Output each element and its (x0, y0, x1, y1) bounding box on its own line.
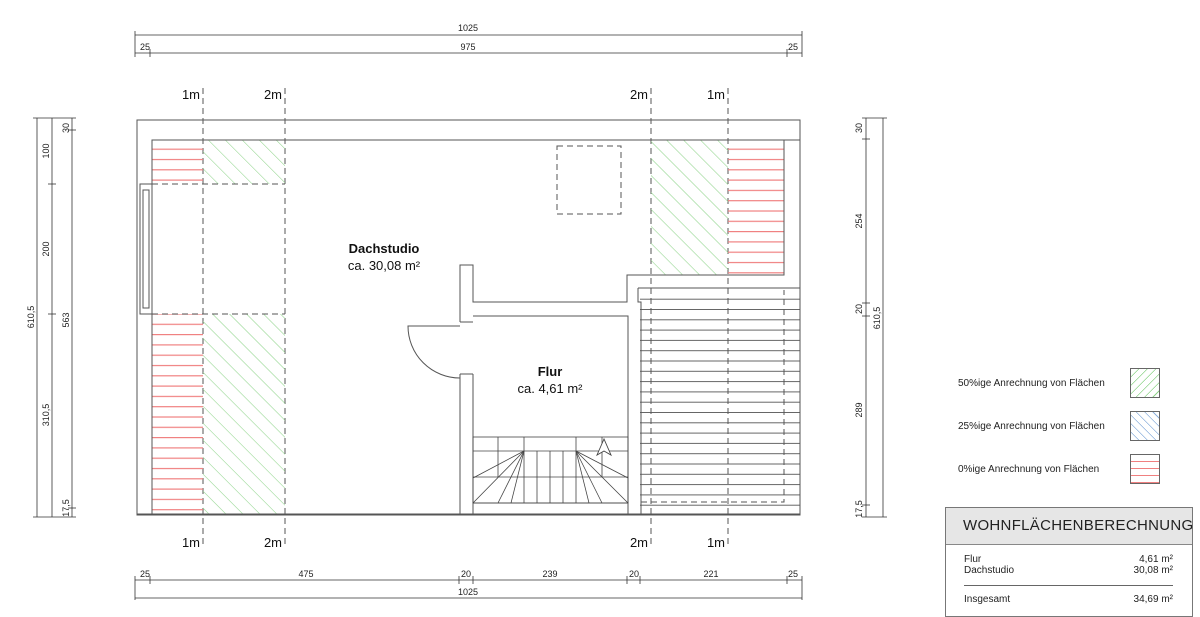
dim-top-total: 1025 (458, 23, 478, 33)
dim-left-inner-3: 17,5 (61, 499, 71, 517)
hatch-0pct-bottom-left (152, 314, 203, 514)
hatch-zones (152, 140, 784, 514)
bottom-dimensions (134, 576, 803, 600)
green-diagonal-hatch-icon (1130, 368, 1160, 398)
legend-label: 25%ige Anrechnung von Flächen (958, 421, 1105, 432)
area-calculation-title: WOHNFLÄCHENBERECHNUNG (946, 508, 1193, 545)
legend-item-50pct: 50%ige Anrechnung von Flächen (958, 368, 1168, 411)
calc-row-flur: Flur 4,61 m² (964, 554, 1173, 565)
room-area-flur: ca. 4,61 m² (517, 381, 583, 396)
dim-bottom-5: 20 (629, 569, 639, 579)
dim-top-middle: 975 (460, 42, 475, 52)
dim-bottom-7: 25 (788, 569, 798, 579)
height-marker-bottom-1: 1m (182, 535, 200, 550)
height-marker-top-2: 2m (264, 87, 282, 102)
dim-left-mid-3: 310,5 (41, 404, 51, 427)
dim-bottom-4: 239 (542, 569, 557, 579)
dim-top-right: 25 (788, 42, 798, 52)
calc-row-value: 30,08 m² (1133, 565, 1173, 576)
calc-divider (964, 585, 1173, 586)
area-calculation-table: WOHNFLÄCHENBERECHNUNG Flur 4,61 m² Dachs… (945, 507, 1193, 617)
hatch-50pct-top-right (651, 140, 728, 275)
room-name-flur: Flur (538, 364, 563, 379)
dim-top-left: 25 (140, 42, 150, 52)
legend-label: 50%ige Anrechnung von Flächen (958, 378, 1105, 389)
dim-left-mid-2: 200 (41, 241, 51, 256)
hatch-legend: 50%ige Anrechnung von Flächen 25%ige Anr… (958, 368, 1168, 497)
height-marker-bottom-2: 2m (264, 535, 282, 550)
top-dimensions (134, 31, 803, 57)
room-area-dachstudio: ca. 30,08 m² (348, 258, 421, 273)
calc-row-label: Dachstudio (964, 565, 1015, 576)
skylight-outline (556, 145, 622, 215)
hatch-0pct-top-right (728, 140, 784, 275)
dim-right-outer: 610,5 (872, 307, 882, 330)
dim-left-inner-2: 563 (61, 312, 71, 327)
calc-row-label: Flur (964, 554, 982, 565)
calc-row-value: 4,61 m² (1139, 554, 1173, 565)
floor-plan-drawing: 1025 25 975 25 1m 2m 2m 1m 1m 2m 2m 1m (26, 23, 887, 600)
dim-bottom-total: 1025 (458, 587, 478, 597)
height-marker-top-4: 1m (707, 87, 725, 102)
blue-diagonal-hatch-icon (1130, 411, 1160, 441)
hatch-50pct-bottom-left (203, 314, 285, 514)
door-swing-icon (407, 325, 461, 379)
terrace-area (637, 287, 800, 514)
dim-bottom-6: 221 (703, 569, 718, 579)
dim-bottom-3: 20 (461, 569, 471, 579)
red-horizontal-hatch-icon (1130, 454, 1160, 484)
dim-right-inner-1: 30 (854, 123, 864, 133)
right-dimensions (862, 117, 887, 518)
legend-item-25pct: 25%ige Anrechnung von Flächen (958, 411, 1168, 454)
height-marker-top-1: 1m (182, 87, 200, 102)
height-marker-bottom-4: 1m (707, 535, 725, 550)
dim-bottom-1: 25 (140, 569, 150, 579)
dim-left-mid-1: 100 (41, 143, 51, 158)
left-dimensions (33, 117, 76, 518)
dim-right-inner-5: 17,5 (854, 500, 864, 518)
legend-label: 0%ige Anrechnung von Flächen (958, 464, 1100, 475)
dim-right-inner-3: 20 (854, 304, 864, 314)
dim-bottom-2: 475 (298, 569, 313, 579)
legend-item-0pct: 0%ige Anrechnung von Flächen (958, 454, 1168, 497)
calc-row-dachstudio: Dachstudio 30,08 m² (964, 565, 1173, 576)
hatch-50pct-top-left (203, 140, 285, 184)
dim-right-inner-4: 289 (854, 402, 864, 417)
hatch-zone-borders (152, 183, 285, 315)
stair-direction-arrow-icon (596, 437, 612, 457)
dim-right-inner-2: 254 (854, 213, 864, 228)
staircase (472, 436, 629, 504)
dim-left-outer: 610,5 (26, 306, 36, 329)
height-marker-top-3: 2m (630, 87, 648, 102)
dim-left-inner-1: 30 (61, 123, 71, 133)
hatch-0pct-top-left (152, 140, 203, 184)
height-marker-bottom-3: 2m (630, 535, 648, 550)
room-name-dachstudio: Dachstudio (349, 241, 420, 256)
